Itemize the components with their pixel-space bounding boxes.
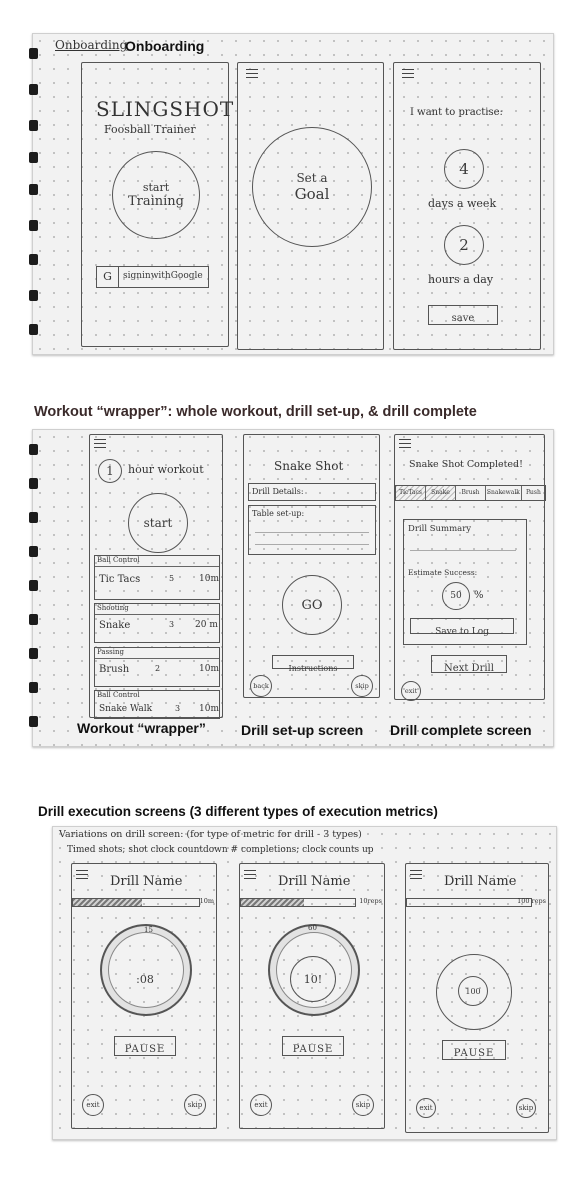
hour-badge: 1	[98, 459, 122, 483]
workout-header-label: hour workout	[128, 463, 204, 476]
drill-setup-screen: Snake Shot Drill Details: Table set-up: …	[243, 434, 380, 698]
set-goal-screen: Set a Goal	[237, 62, 384, 350]
menu-icon[interactable]	[410, 870, 422, 879]
google-icon: G	[97, 267, 119, 287]
drill-progress-bar	[240, 898, 356, 907]
drill-counter: :08	[136, 972, 154, 986]
tab-snake[interactable]: Snake	[426, 486, 456, 500]
onboarding-title: Onboarding	[125, 38, 205, 54]
set-goal-button[interactable]: Set a Goal	[252, 127, 372, 247]
table-setup-box: Table set-up:	[248, 505, 376, 555]
tab-snakewalk[interactable]: Snakewalk	[486, 486, 522, 500]
drill-complete-screen: Snake Shot Completed! TicTacs Snake Brus…	[394, 434, 546, 701]
days-selector[interactable]: 4	[444, 149, 484, 189]
drill-summary-panel: Drill Summary Estimate Success: 50 % Sav…	[403, 519, 527, 645]
tab-tictacs[interactable]: TicTacs	[396, 486, 426, 500]
drill-progress-fill	[241, 899, 304, 906]
drill-details-box: Drill Details:	[248, 483, 376, 501]
drill-progress-bar	[406, 898, 532, 907]
tab-push[interactable]: Push	[525, 489, 541, 496]
exit-button[interactable]: exit	[416, 1098, 436, 1118]
drill-counter: 10!	[290, 956, 336, 1002]
timer-top-number: 60	[308, 924, 317, 932]
menu-icon[interactable]	[402, 69, 414, 78]
days-label: days a week	[428, 197, 497, 210]
caption-wrapper: Workout “wrapper”	[77, 720, 206, 736]
drill-card-snakewalk[interactable]: Ball Control Snake Walk 3 10m	[94, 690, 220, 719]
variation-note-line2: Timed shots; shot clock countdown # comp…	[67, 845, 374, 855]
skip-button[interactable]: skip	[352, 1094, 374, 1116]
drill-progress-fill	[73, 899, 143, 906]
execution-sheet: Variations on drill screen: (for type of…	[52, 826, 557, 1140]
menu-icon[interactable]	[399, 439, 411, 448]
drill-name: Drill Name	[444, 874, 517, 889]
drill-timer-ring	[268, 924, 360, 1016]
drill-execution-screen: Drill Name 100 reps 100 PAUSE exit skip	[405, 863, 549, 1133]
success-estimate[interactable]: 50	[442, 582, 470, 610]
back-button[interactable]: back	[250, 675, 272, 697]
practice-goal-screen: I want to practise: 4 days a week 2 hour…	[393, 62, 541, 350]
workout-section-title: Workout “wrapper”: whole workout, drill …	[34, 404, 477, 420]
progress-label: 100 reps	[517, 897, 546, 905]
pause-button[interactable]: PAUSE	[114, 1036, 176, 1056]
menu-icon[interactable]	[94, 439, 106, 448]
app-subtitle: Foosball Trainer	[104, 123, 196, 136]
google-signin-button[interactable]: G signinwithGoogle	[96, 266, 209, 288]
caption-complete: Drill complete screen	[390, 722, 532, 738]
drill-card-snake[interactable]: Shooting Snake 3 20 m	[94, 603, 220, 643]
exit-button[interactable]: exit	[82, 1094, 104, 1116]
workout-wrapper-screen: 1 hour workout start Ball Control Tic Ta…	[89, 434, 223, 719]
save-button[interactable]: save	[428, 305, 498, 325]
practice-heading: I want to practise:	[410, 107, 503, 118]
next-drill-button[interactable]: Next Drill	[431, 655, 507, 674]
drill-timer-ring	[436, 954, 512, 1030]
caption-setup: Drill set-up screen	[241, 722, 364, 738]
workout-sheet: 1 hour workout start Ball Control Tic Ta…	[29, 429, 554, 747]
onboarding-welcome-screen: SLINGSHOT Foosball Trainer start Trainin…	[81, 62, 233, 347]
drill-name: Drill Name	[278, 874, 351, 889]
menu-icon[interactable]	[244, 870, 256, 879]
app-name: SLINGSHOT	[96, 97, 235, 121]
drill-name: Drill Name	[110, 874, 183, 889]
skip-button[interactable]: skip	[516, 1098, 536, 1118]
google-signin-label: signinwithGoogle	[123, 271, 203, 281]
exit-button[interactable]: exit	[401, 681, 421, 701]
drill-timer-ring	[100, 924, 192, 1016]
start-workout-button[interactable]: start	[128, 493, 188, 553]
drill-progress-bar	[72, 898, 200, 907]
onboarding-sheet: Onboarding Onboarding SLINGSHOT Foosball…	[29, 33, 554, 355]
hours-selector[interactable]: 2	[444, 225, 484, 265]
tab-brush[interactable]: Brush	[456, 486, 486, 500]
start-training-button[interactable]: start Training	[112, 151, 200, 239]
instructions-button[interactable]: Instructions	[272, 655, 354, 673]
exit-button[interactable]: exit	[250, 1094, 272, 1116]
drill-card-tictacs[interactable]: Ball Control Tic Tacs 5 10m	[94, 555, 220, 600]
drill-execution-screen: Drill Name 10m 15 :08 PAUSE exit skip	[71, 863, 217, 1129]
drill-card-brush[interactable]: Passing Brush 2 10m	[94, 647, 220, 687]
skip-button[interactable]: skip	[184, 1094, 206, 1116]
complete-title: Snake Shot Completed!	[409, 459, 523, 470]
menu-icon[interactable]	[76, 870, 88, 879]
progress-label: 10reps	[359, 897, 382, 905]
timer-top-number: 15	[144, 926, 153, 934]
menu-icon[interactable]	[246, 69, 258, 78]
save-to-log-button[interactable]: Save to Log	[410, 618, 514, 637]
onboarding-sketch-label: Onboarding	[55, 38, 128, 52]
progress-label: 10m	[199, 897, 214, 905]
drill-tabs: TicTacs Snake Brush Snakewalk Push	[395, 485, 546, 501]
skip-button[interactable]: skip	[351, 675, 373, 697]
pause-button[interactable]: PAUSE	[282, 1036, 344, 1056]
setup-title: Snake Shot	[274, 459, 344, 473]
variation-note-line1: Variations on drill screen: (for type of…	[59, 829, 362, 840]
go-button[interactable]: GO	[282, 575, 342, 635]
pause-button[interactable]: PAUSE	[442, 1040, 506, 1060]
hours-label: hours a day	[428, 273, 494, 286]
execution-section-title: Drill execution screens (3 different typ…	[38, 804, 438, 819]
drill-counter: 100	[458, 976, 488, 1006]
drill-execution-screen: Drill Name 10reps 60 10! PAUSE exit skip	[239, 863, 385, 1129]
